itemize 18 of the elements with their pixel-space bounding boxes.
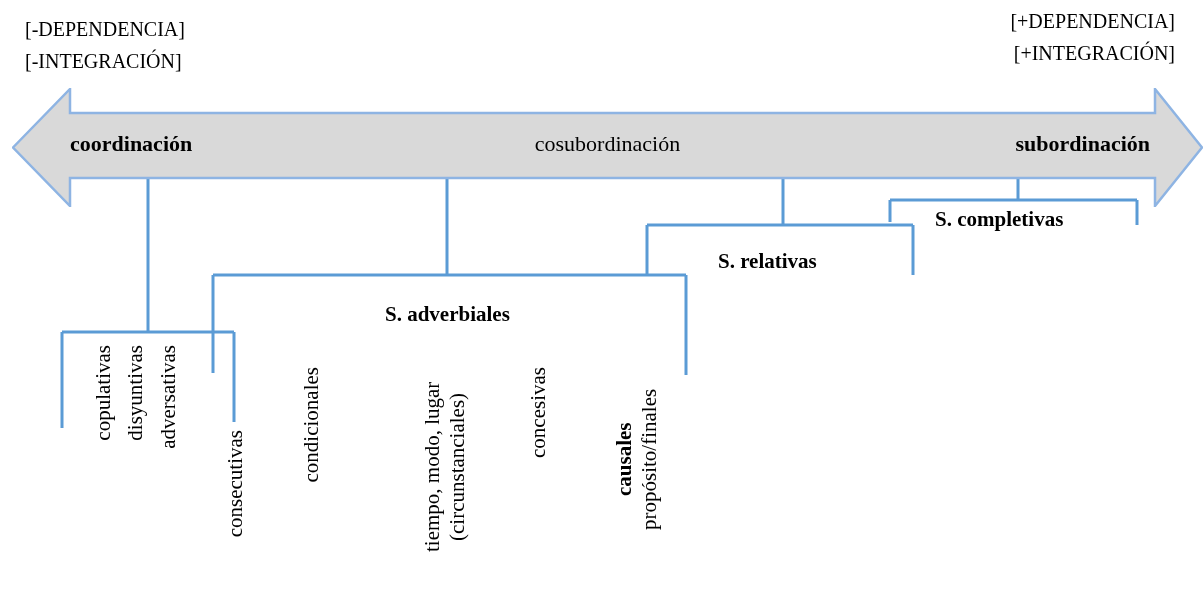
- category-label: consecutivas: [222, 430, 248, 538]
- category-label: causales propósito/finales: [612, 387, 663, 533]
- category-label: concesivas: [525, 367, 551, 458]
- feature-label: [-DEPENDENCIA]: [25, 18, 185, 40]
- arrow-label: coordinación: [70, 132, 193, 157]
- arrow-label: cosubordinación: [534, 132, 681, 157]
- category-label: disyuntivas: [122, 345, 148, 441]
- group-heading: S. adverbiales: [385, 303, 510, 327]
- category-label: condicionales: [298, 367, 324, 483]
- feature-label: [+INTEGRACIÓN]: [1013, 42, 1175, 64]
- double-arrow: [12, 88, 1203, 207]
- category-label: adversativas: [155, 345, 181, 449]
- arrow-label: subordinación: [1015, 132, 1150, 157]
- group-heading: S. completivas: [935, 208, 1064, 232]
- category-label: tiempo, modo, lugar (circunstanciales): [420, 380, 471, 555]
- feature-label: [+DEPENDENCIA]: [1010, 10, 1175, 32]
- category-label: copulativas: [90, 345, 116, 441]
- group-heading: S. relativas: [718, 250, 817, 274]
